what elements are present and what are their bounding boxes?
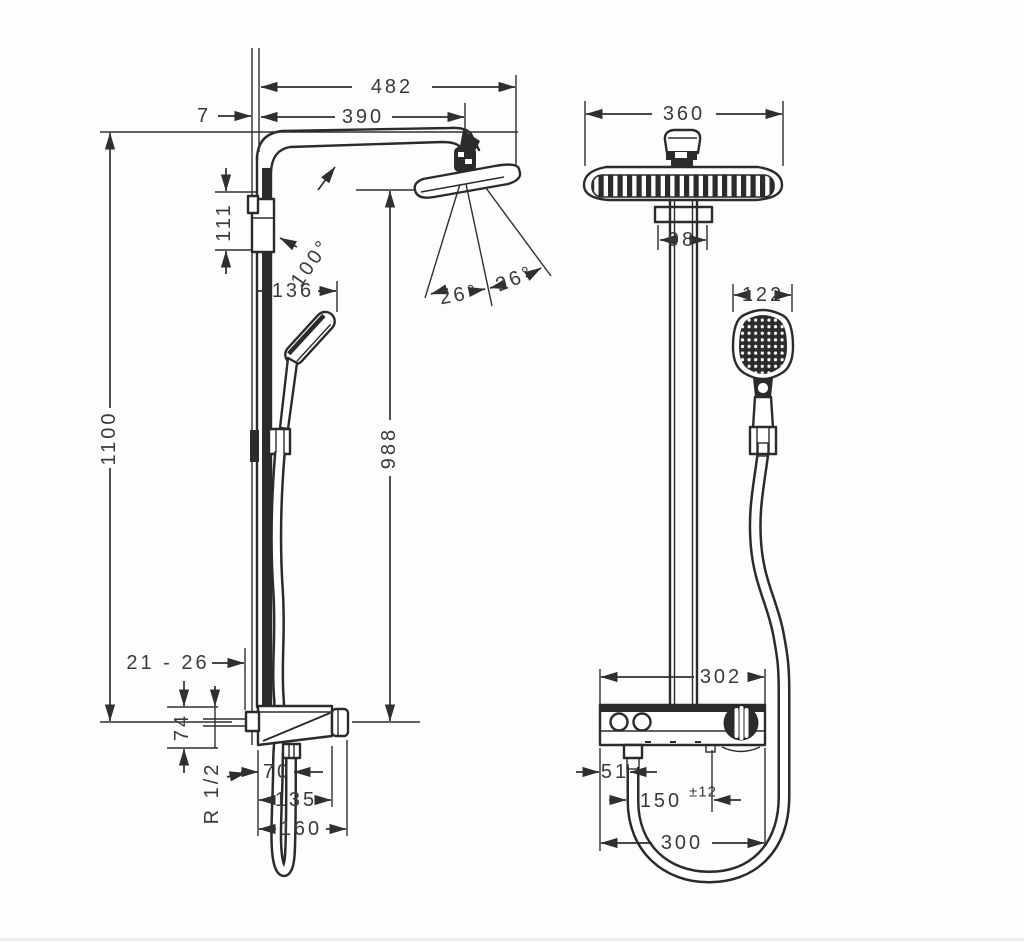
side-reference-lines	[100, 48, 518, 836]
pipe-bracket	[653, 205, 714, 224]
dim-outlet-offset: 70	[241, 761, 323, 783]
dim-wall-offset: 7	[197, 105, 252, 127]
side-view: 482 390 7 111 100° 136 26°	[98, 48, 552, 877]
overhead-shower-side	[413, 147, 522, 199]
riser-pipe-front	[653, 198, 714, 707]
riser-pipe-core	[262, 168, 271, 706]
dim-valve-depth-total: 160	[258, 818, 347, 840]
dim-label-tolerance: ±12	[689, 784, 717, 801]
front-view: 360 98 122 302 51 150 ±12	[576, 101, 795, 884]
dim-label-1100: 1100	[98, 410, 120, 465]
spray-cone	[424, 183, 552, 307]
dim-label-136: 136	[272, 280, 314, 302]
valve-knob-side	[330, 707, 350, 738]
dim-bracket-width: 98	[659, 229, 707, 251]
dim-total-projection: 482	[260, 76, 516, 98]
dim-outlet-inset: 51	[576, 761, 657, 783]
front-reference-lines	[584, 101, 793, 851]
hand-shower-holder-side	[267, 427, 292, 456]
dim-label-135: 135	[275, 789, 317, 811]
dim-label-74: 74	[171, 713, 193, 741]
scan-artifact-line	[0, 938, 1024, 941]
dim-thread: R 1/2	[201, 762, 247, 825]
dim-arm-length: 390	[260, 106, 465, 128]
dim-label-482: 482	[371, 76, 413, 98]
hand-shower-handle-front	[751, 395, 775, 430]
dim-supply-distance: 150 ±12	[609, 784, 741, 812]
supply-inlet-side	[244, 710, 261, 733]
dim-label-122: 122	[742, 284, 784, 306]
thermostat-front	[598, 703, 767, 770]
dim-label-150: 150	[640, 790, 682, 812]
dim-total-height: 1100	[98, 132, 120, 722]
dim-valve-height: 74	[171, 681, 221, 773]
spray-face-slots	[592, 175, 774, 197]
dim-spray-angles: 26° 26°	[430, 261, 542, 309]
dim-label-300: 300	[661, 832, 703, 854]
dim-label-70: 70	[263, 761, 291, 783]
overhead-shower-front	[582, 128, 784, 202]
spray-face-dots	[739, 315, 787, 374]
dim-height-to-head: 988	[378, 190, 400, 722]
wall-bracket	[250, 430, 259, 462]
dim-wall-adjust: 21 - 26	[126, 652, 245, 674]
hose-outlet-side	[281, 742, 302, 760]
dim-label-26deg-right: 26°	[493, 261, 538, 296]
dim-label-360: 360	[663, 103, 705, 125]
dim-handshower-width: 122	[733, 284, 792, 306]
dim-label-98: 98	[668, 229, 696, 251]
dim-handshower-reach: 136	[258, 280, 337, 302]
head-outline	[582, 165, 784, 202]
dim-label-26deg-left: 26°	[438, 281, 480, 309]
dim-label-988: 988	[378, 427, 400, 469]
dim-label-7: 7	[197, 105, 211, 127]
riser-pipe	[246, 154, 276, 709]
dim-arm-drop: 111	[213, 168, 235, 274]
hose-outlet-front	[622, 743, 644, 760]
supply-stub	[705, 744, 716, 753]
select-button	[756, 381, 770, 395]
dim-label-160: 160	[280, 818, 322, 840]
dim-valve-depth: 135	[258, 789, 332, 811]
hand-shower-holder-front	[748, 425, 778, 457]
dim-valve-width: 302	[600, 666, 765, 688]
thermostat-side	[203, 704, 350, 760]
hand-shower-front	[731, 308, 795, 430]
dim-label-302: 302	[700, 666, 742, 688]
dim-label-21-26: 21 - 26	[126, 652, 209, 674]
head-mount	[663, 128, 702, 155]
dim-label-r12: R 1/2	[201, 762, 223, 825]
shower-arm	[255, 126, 481, 174]
shower-hose-front	[626, 452, 791, 884]
dim-label-51: 51	[601, 761, 629, 783]
valve-button-1	[609, 712, 629, 732]
dim-head-width: 360	[585, 103, 783, 125]
dim-label-111: 111	[213, 202, 235, 241]
hand-shower-handle-side	[278, 356, 299, 431]
valve-button-2	[632, 712, 652, 732]
shower-hose-side	[270, 451, 297, 877]
hand-shower-side	[267, 310, 336, 456]
dim-label-390: 390	[342, 106, 384, 128]
dim-hose-loop-width: 300	[600, 832, 765, 854]
dim-arm-angle: 100°	[279, 166, 336, 291]
